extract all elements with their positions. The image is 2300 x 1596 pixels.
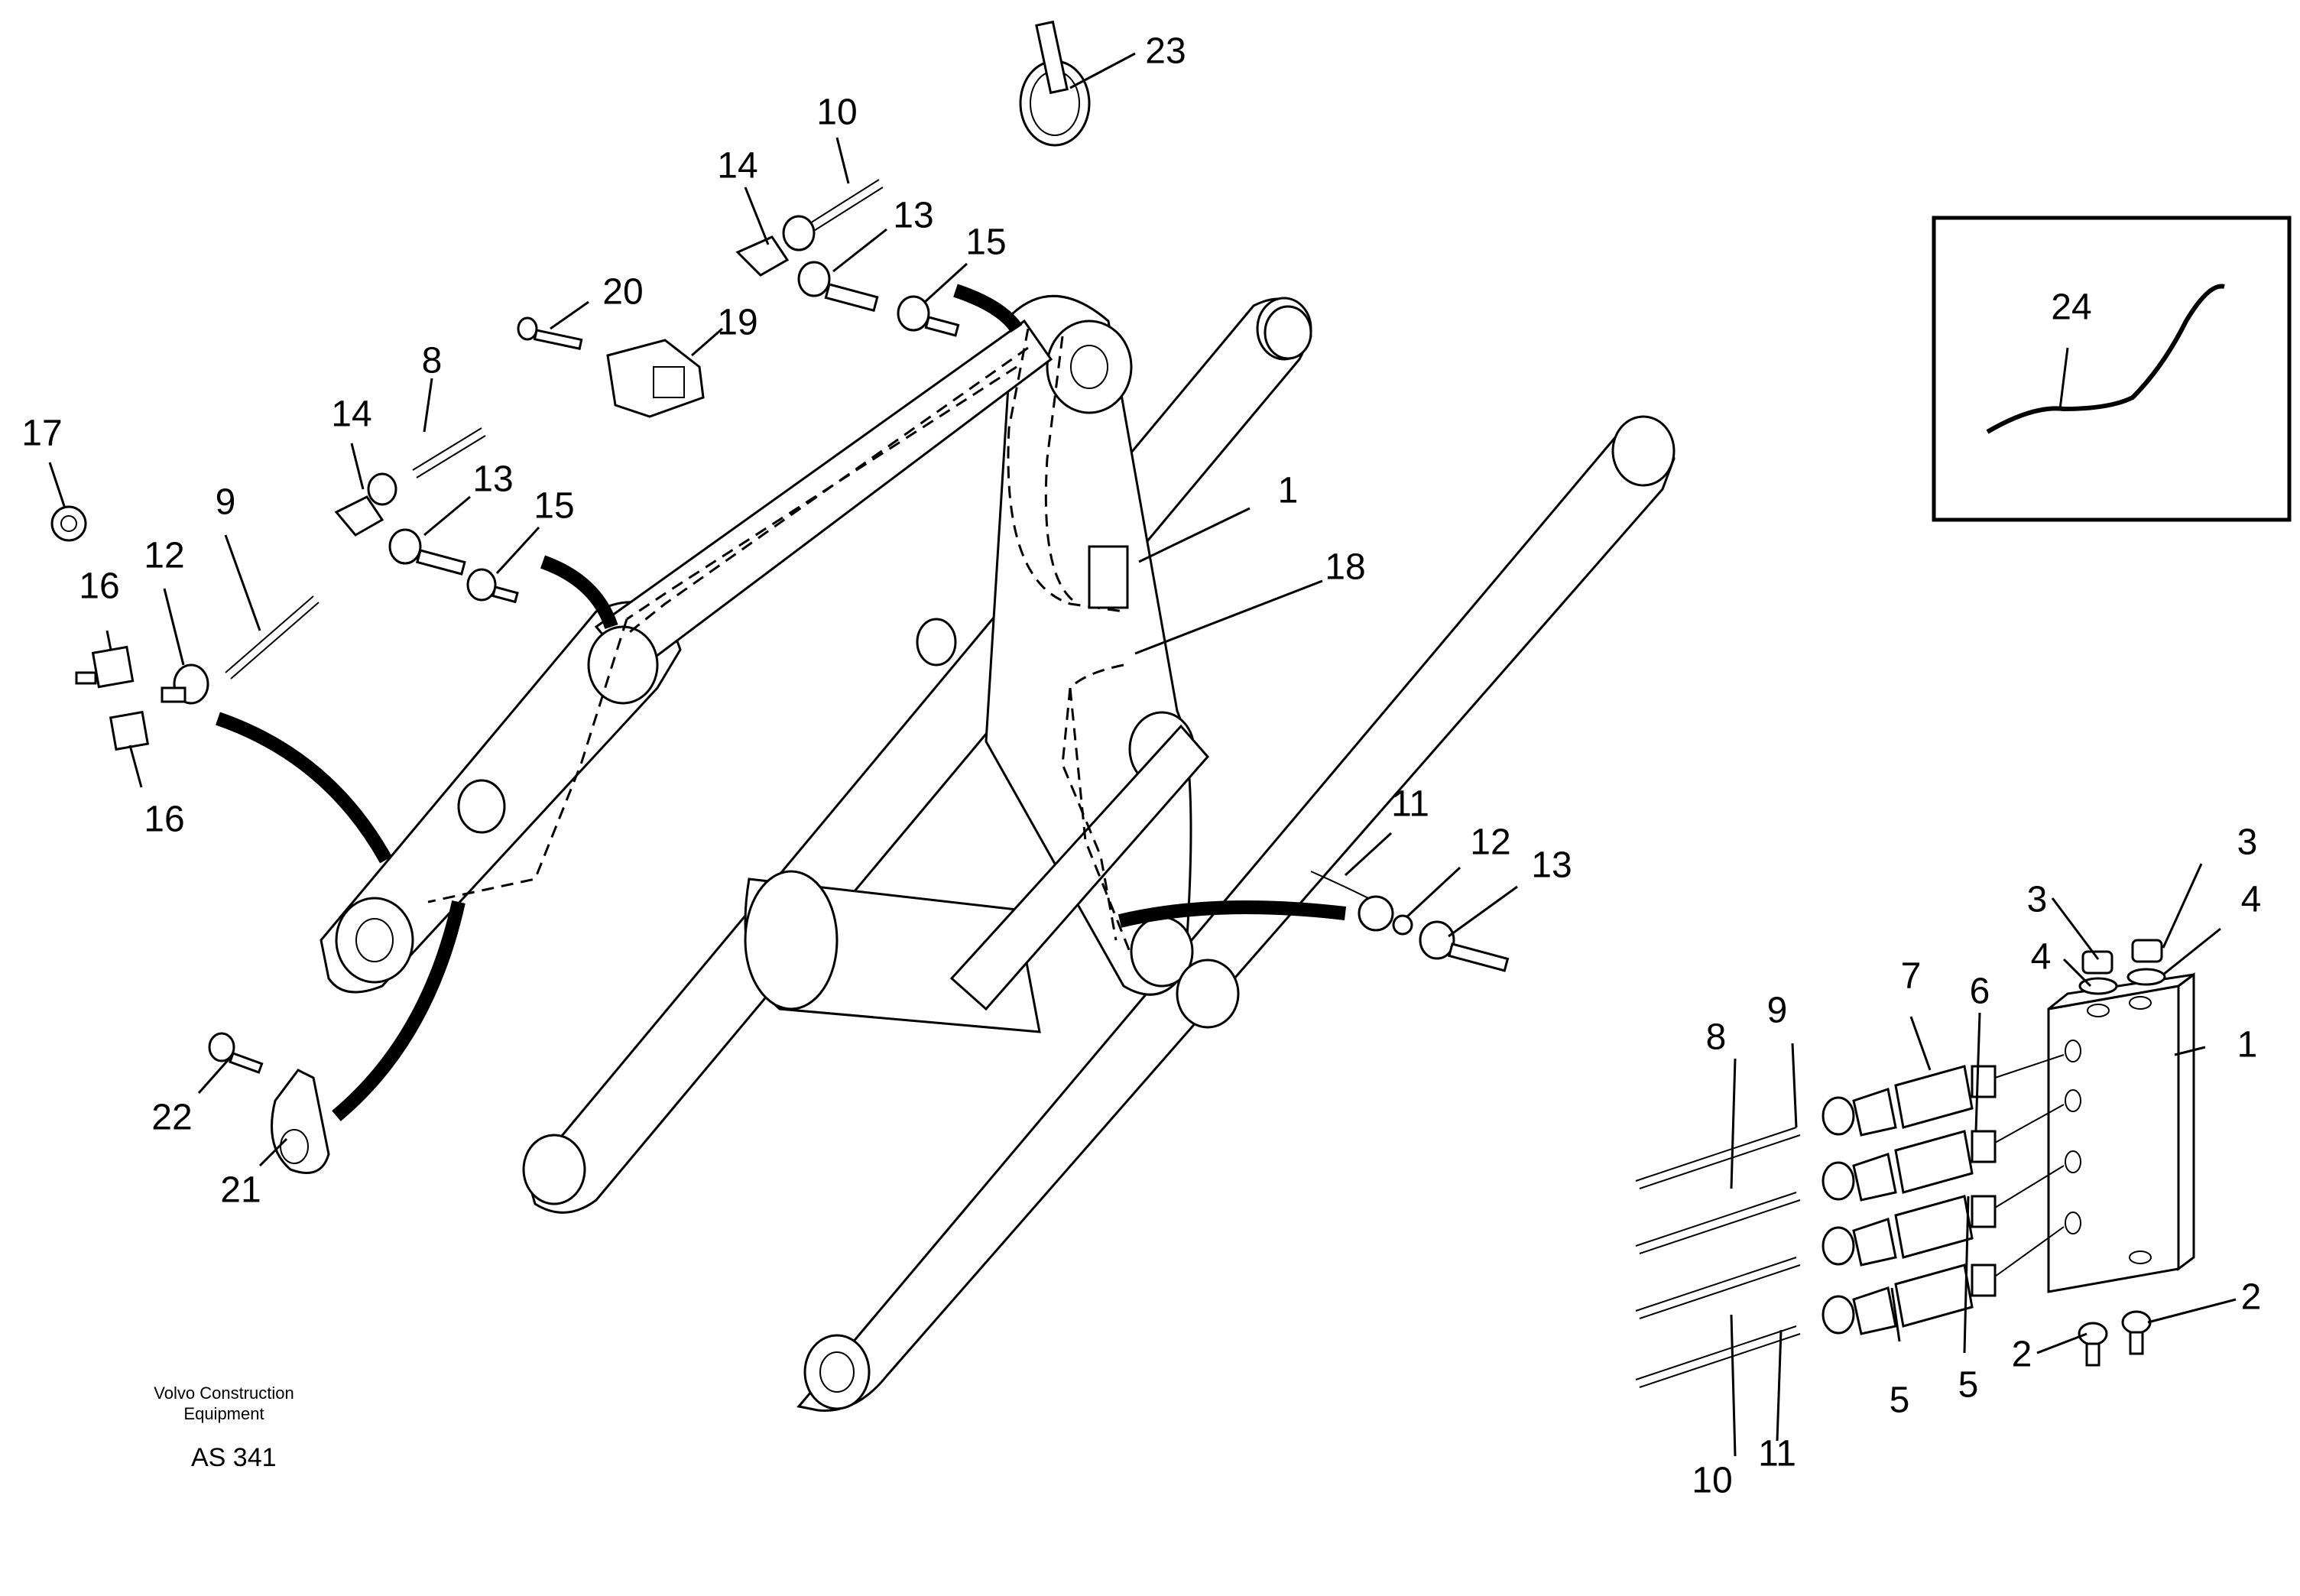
- callout-15-top: 15: [965, 222, 1006, 263]
- callout-16-upper: 16: [79, 566, 119, 607]
- right-arm-base-pin-hole: [819, 1351, 855, 1393]
- lube-lines-dashed: [427, 328, 1133, 956]
- part-16-cap-upper: [75, 645, 135, 689]
- callout-3-right: 3: [2237, 822, 2258, 863]
- part-14-elbow-top: [735, 215, 816, 277]
- callout-13-left: 13: [472, 459, 513, 500]
- callout-5-right: 5: [1958, 1365, 1979, 1406]
- callout-14-left: 14: [331, 394, 371, 435]
- rear-arm-base-pin: [522, 1134, 586, 1205]
- part-10-hose-top: [806, 179, 884, 234]
- right-arm-tip-pin: [1611, 415, 1676, 487]
- callout-15-left: 15: [534, 486, 574, 527]
- part-20-screw: [517, 316, 583, 350]
- inset-box-24: [1932, 216, 2292, 522]
- callout-19: 19: [717, 303, 757, 343]
- callout-21: 21: [220, 1170, 261, 1211]
- callout-10-block: 10: [1692, 1461, 1732, 1501]
- callout-5-left: 5: [1890, 1380, 1910, 1421]
- left-arm-mid-boss: [457, 779, 506, 834]
- callout-3-left: 3: [2027, 880, 2048, 920]
- part-13-nipple-top: [797, 261, 879, 313]
- callout-17: 17: [21, 414, 62, 454]
- fitting-row-3: [1822, 1165, 2065, 1267]
- callout-18: 18: [1325, 547, 1365, 588]
- callout-9-block: 9: [1767, 991, 1788, 1031]
- callout-2-right: 2: [2241, 1277, 2262, 1318]
- hoses: [216, 284, 1347, 1121]
- bell-crank-top-pivot-hole: [1070, 345, 1108, 389]
- tower-pin-upper: [1264, 305, 1312, 360]
- callout-4-right: 4: [2241, 880, 2262, 920]
- callout-12-left: 12: [144, 536, 184, 576]
- cross-tube-end: [744, 870, 839, 1010]
- part-9-tube-left: [225, 595, 320, 680]
- footer: Volvo Construction Equipment AS 341: [154, 1384, 294, 1472]
- callout-23: 23: [1145, 31, 1186, 72]
- leader-lines: [48, 52, 2237, 1457]
- callout-13-mid: 13: [1531, 845, 1572, 886]
- callout-22: 22: [151, 1098, 192, 1138]
- part-12-adapter-left: [161, 663, 209, 705]
- callout-1-frame: 1: [1278, 471, 1299, 511]
- tilt-cylinder-eye: [587, 625, 659, 705]
- fitting-row-4: [1822, 1226, 2065, 1335]
- left-arm-base-pin: [335, 897, 414, 984]
- callout-8-block: 8: [1706, 1017, 1727, 1058]
- tubes-8-11: [1635, 1127, 1801, 1388]
- fitting-row-1: [1822, 1054, 2065, 1137]
- tower-boss: [916, 618, 957, 667]
- tilt-link: [949, 724, 1209, 1011]
- distribution-block-detail: [1635, 939, 2195, 1388]
- hose-right: [1118, 900, 1347, 928]
- callout-16-lower: 16: [144, 800, 184, 840]
- fitting-row-2: [1822, 1104, 2065, 1202]
- callout-9-left: 9: [216, 482, 236, 523]
- part-19-clamp: [606, 339, 705, 418]
- drawing-code: AS 341: [191, 1443, 277, 1472]
- part-13-nipple-left: [388, 528, 466, 576]
- callout-11-mid: 11: [1391, 784, 1429, 825]
- callout-labels: 23 10 14 13 15 20 19 8 17 14 13 15 9 12 …: [21, 31, 2261, 1501]
- company-line-2: Equipment: [183, 1404, 264, 1423]
- callout-11-block: 11: [1758, 1434, 1796, 1474]
- callout-8-top: 8: [422, 341, 443, 381]
- company-line-1: Volvo Construction: [154, 1384, 294, 1403]
- tower-pin-lower: [1176, 959, 1240, 1029]
- hose-top-center: [953, 284, 1023, 333]
- part-15-fitting-top: [897, 295, 960, 337]
- hose-left-lower: [216, 712, 392, 864]
- part-15-fitting-left: [466, 568, 519, 604]
- right-arm-base-pin: [803, 1334, 871, 1410]
- part-23-cable-tie: [1019, 20, 1091, 147]
- callout-13-top: 13: [893, 196, 933, 236]
- callout-24: 24: [2051, 287, 2091, 328]
- callout-20: 20: [602, 272, 643, 313]
- part-12-adapter-mid: [1358, 895, 1413, 936]
- callout-4-left: 4: [2031, 937, 2052, 978]
- part-17-cap: [50, 505, 87, 542]
- bell-crank-top-pivot: [1046, 320, 1133, 414]
- part-14-elbow-left: [334, 472, 397, 537]
- left-arm-base-pin-hole: [355, 918, 394, 962]
- loader-frame: [320, 294, 1676, 1412]
- part-22-nipple: [208, 1032, 264, 1074]
- part-13-nipple-mid: [1419, 920, 1510, 972]
- part-21-p-clamp: [271, 1069, 330, 1174]
- callout-14-top: 14: [717, 146, 757, 187]
- hose-left-arc: [332, 900, 466, 1121]
- callout-6: 6: [1970, 972, 1990, 1012]
- block-body: [2047, 985, 2180, 1293]
- hose-top-left: [540, 555, 618, 630]
- callout-2-left: 2: [2012, 1335, 2032, 1375]
- part-16-cap-lower: [109, 710, 150, 751]
- callout-7: 7: [1901, 956, 1922, 997]
- callout-1-block: 1: [2237, 1025, 2258, 1066]
- callout-10-top: 10: [816, 92, 857, 133]
- part-8-tube-left: [412, 427, 486, 478]
- part-11-hose-mid: [1310, 871, 1369, 899]
- frame-distribution-block: [1088, 545, 1129, 609]
- callout-12-mid: 12: [1470, 822, 1510, 863]
